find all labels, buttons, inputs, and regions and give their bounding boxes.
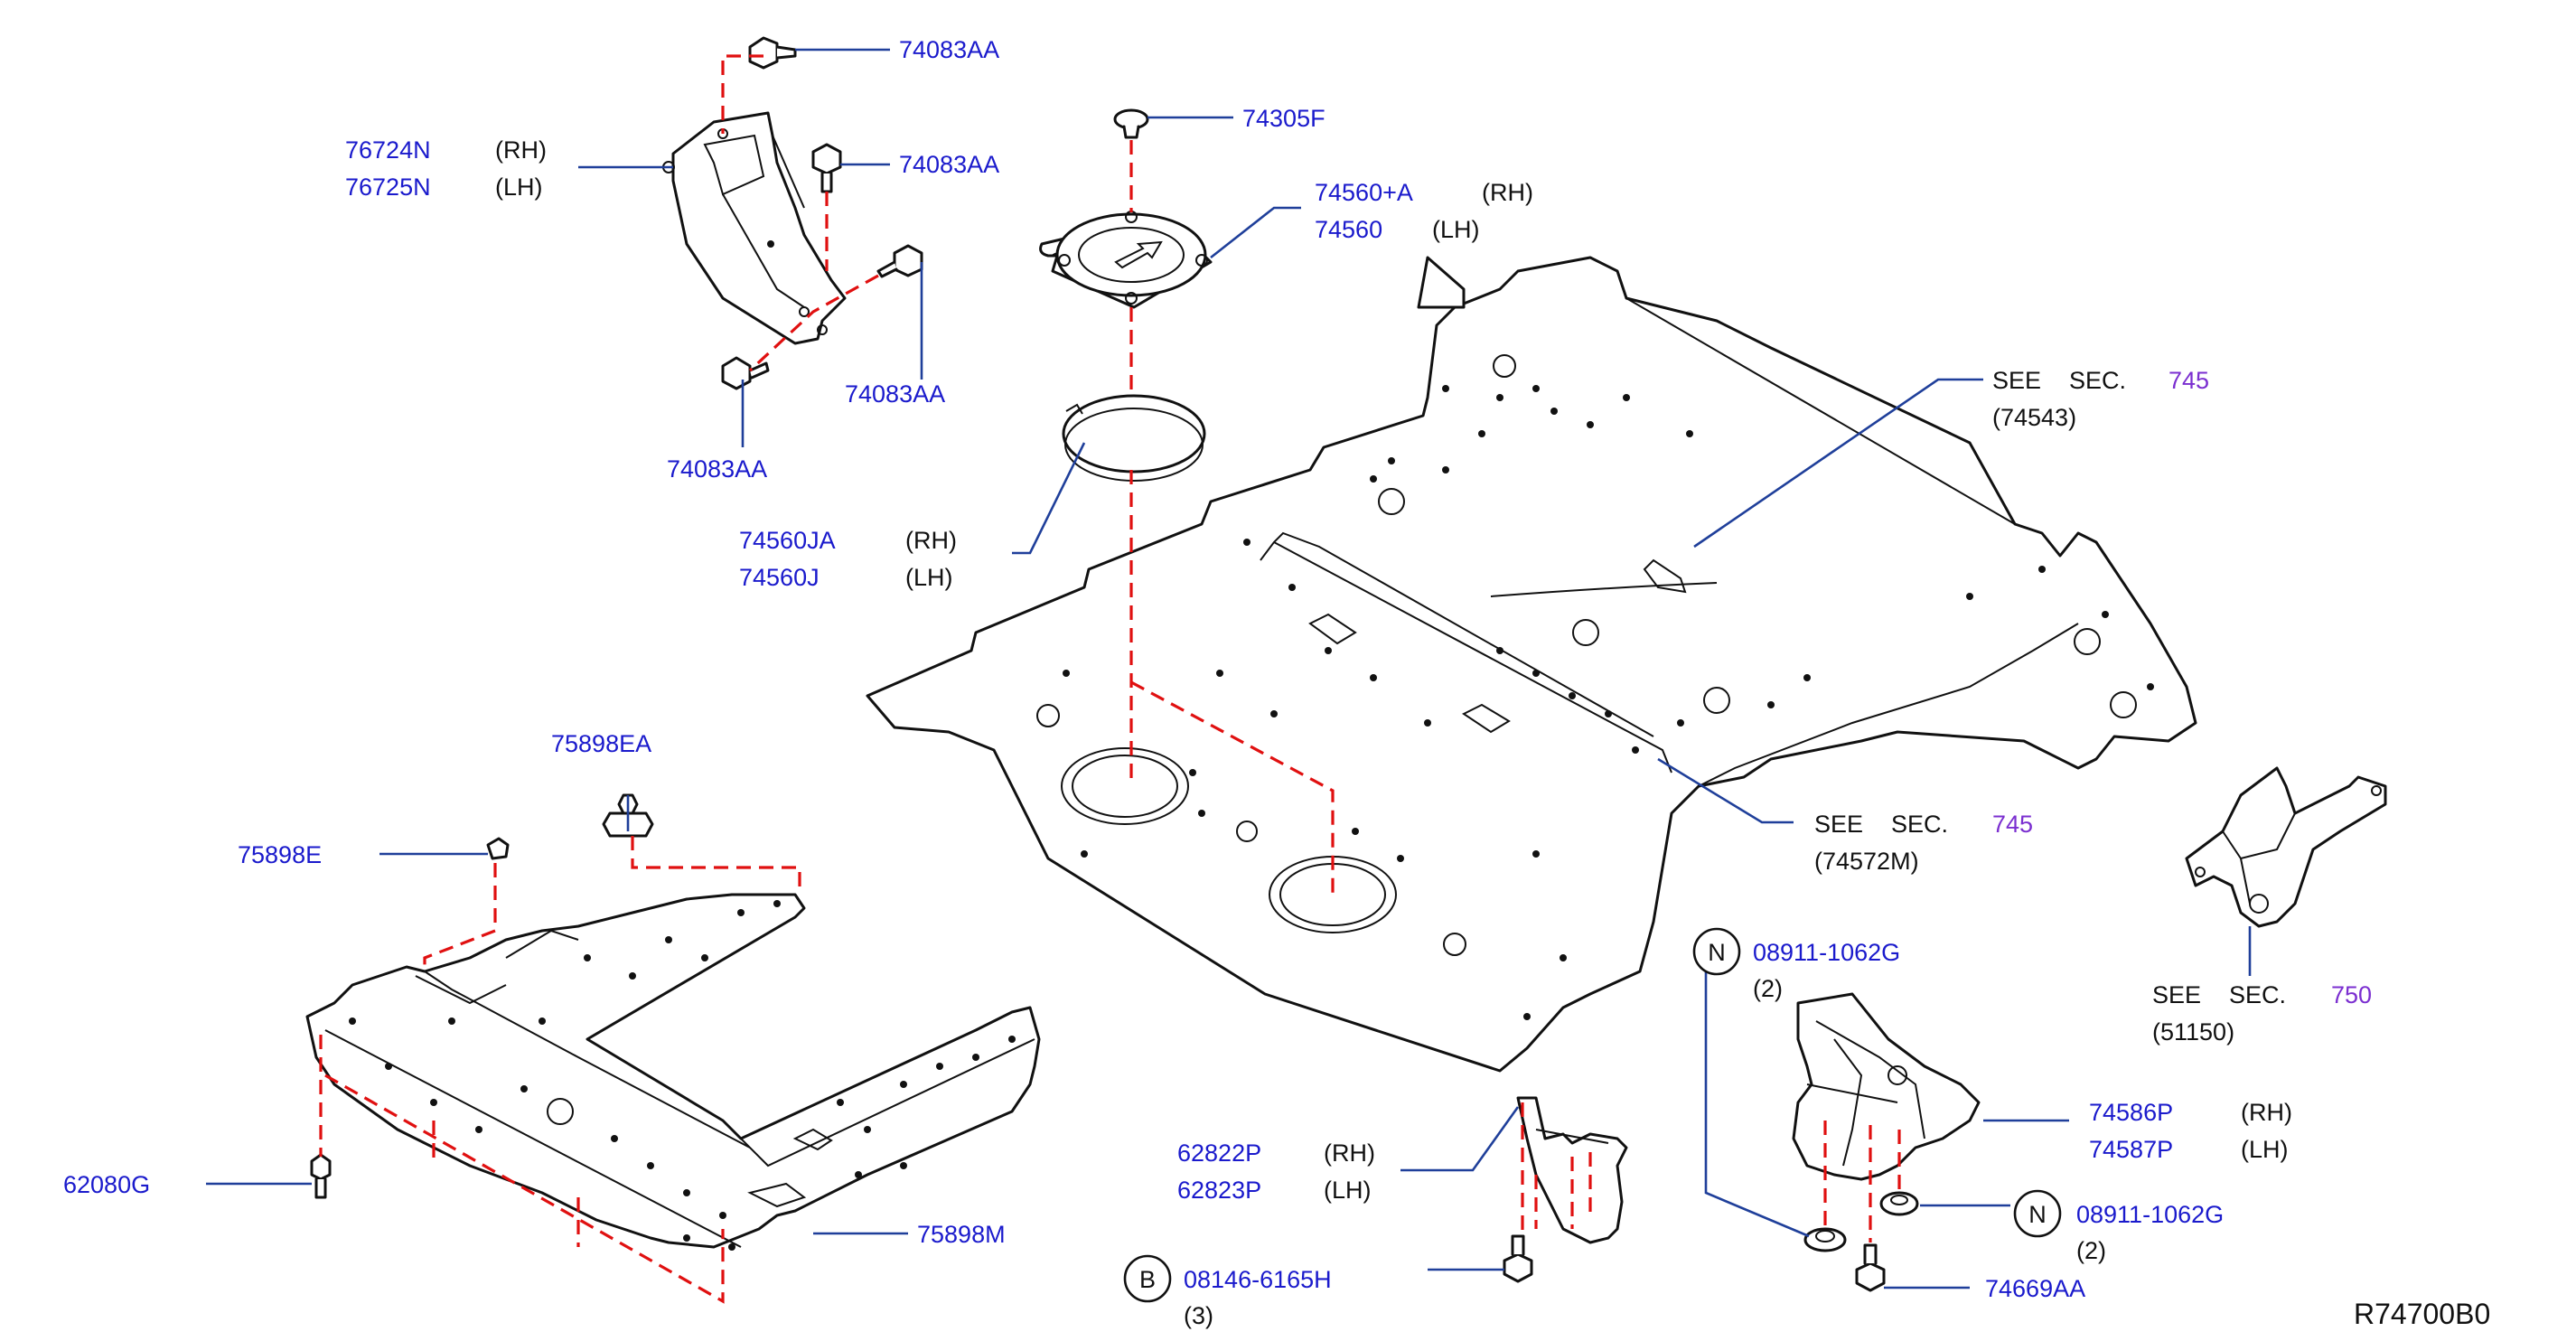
leader-lines [206,48,2252,1289]
label-08146-qty: (3) [1184,1302,1213,1329]
see-sec-74543-see: SEE [1992,367,2041,394]
label-74669AA: 74669AA [1985,1275,2085,1302]
label-74587P: 74587P [2089,1136,2173,1163]
label-74586P: 74586P [2089,1099,2173,1126]
label-08911-qty-top: (2) [1753,975,1783,1002]
label-74560J: 74560J [739,564,820,591]
label-74560-side: (LH) [1432,216,1480,243]
circle-b-marker [1123,1254,1172,1303]
label-76724N-side: (RH) [495,136,547,164]
label-74587P-side: (LH) [2241,1136,2289,1163]
see-sec-51150-section: 750 [2331,981,2372,1008]
circle-n-letter-top: N [1708,939,1726,966]
label-74560A-side: (RH) [1482,179,1533,206]
circle-b-letter: B [1139,1266,1156,1293]
label-74560A: 74560+A [1315,179,1413,206]
see-sec-74572M-see: SEE [1814,811,1863,838]
label-74586P-side: (RH) [2241,1099,2292,1126]
label-62823P-side: (LH) [1324,1177,1372,1204]
label-08911-qty-bottom: (2) [2076,1237,2106,1264]
label-74083AA-top: 74083AA [899,36,999,63]
label-74560: 74560 [1315,216,1382,243]
phantom-lines [319,54,1901,1304]
label-75898M: 75898M [917,1221,1006,1248]
see-sec-51150-ref: (51150) [2152,1018,2234,1046]
label-76725N-side: (LH) [495,173,543,201]
circle-n-letter-bottom: N [2028,1201,2047,1228]
label-74560JA-side: (RH) [905,527,957,554]
label-62822P: 62822P [1177,1139,1261,1167]
label-74560J-side: (LH) [905,564,953,591]
label-74083AA-second: 74083AA [899,151,999,178]
floor-speaker-assembly [1039,108,1213,482]
label-74560JA: 74560JA [739,527,836,554]
label-62822P-side: (RH) [1324,1139,1375,1167]
see-sec-74543-ref: (74543) [1992,404,2076,431]
part-labels: 74083AA 76724N (RH) 76725N (LH) 74083AA … [63,36,2490,1330]
diagram-id: R74700B0 [2354,1298,2490,1330]
label-74083AA-fourth: 74083AA [667,455,767,483]
label-75898E: 75898E [238,841,322,868]
label-62823P: 62823P [1177,1177,1261,1204]
label-76724N: 76724N [345,136,431,164]
label-75898EA: 75898EA [551,730,651,757]
circle-n-marker-bottom [2013,1189,2062,1238]
see-sec-74572M-sec: SEC. [1891,811,1948,838]
bracket-assembly [662,36,923,390]
see-sec-74572M-section: 745 [1992,811,2033,838]
floor-panel [866,256,2197,1073]
under-cover [305,793,1041,1251]
see-sec-74543-section: 745 [2169,367,2209,394]
mud-guard-assembly [1503,992,1981,1292]
label-62080G: 62080G [63,1171,150,1198]
see-sec-74543-sec: SEC. [2069,367,2126,394]
see-sec-51150-see: SEE [2152,981,2201,1008]
label-76725N: 76725N [345,173,431,201]
label-08911-1062G-bottom: 08911-1062G [2076,1201,2224,1228]
label-08911-1062G-top: 08911-1062G [1753,939,1900,966]
label-08146-6165H: 08146-6165H [1184,1266,1332,1293]
see-sec-51150-sec: SEC. [2229,981,2286,1008]
suspension-bracket [2185,766,2387,928]
see-sec-74572M-ref: (74572M) [1814,848,1919,875]
label-74083AA-third: 74083AA [845,380,945,408]
label-74305F: 74305F [1242,105,1325,132]
circle-n-marker-top [1692,927,1741,976]
